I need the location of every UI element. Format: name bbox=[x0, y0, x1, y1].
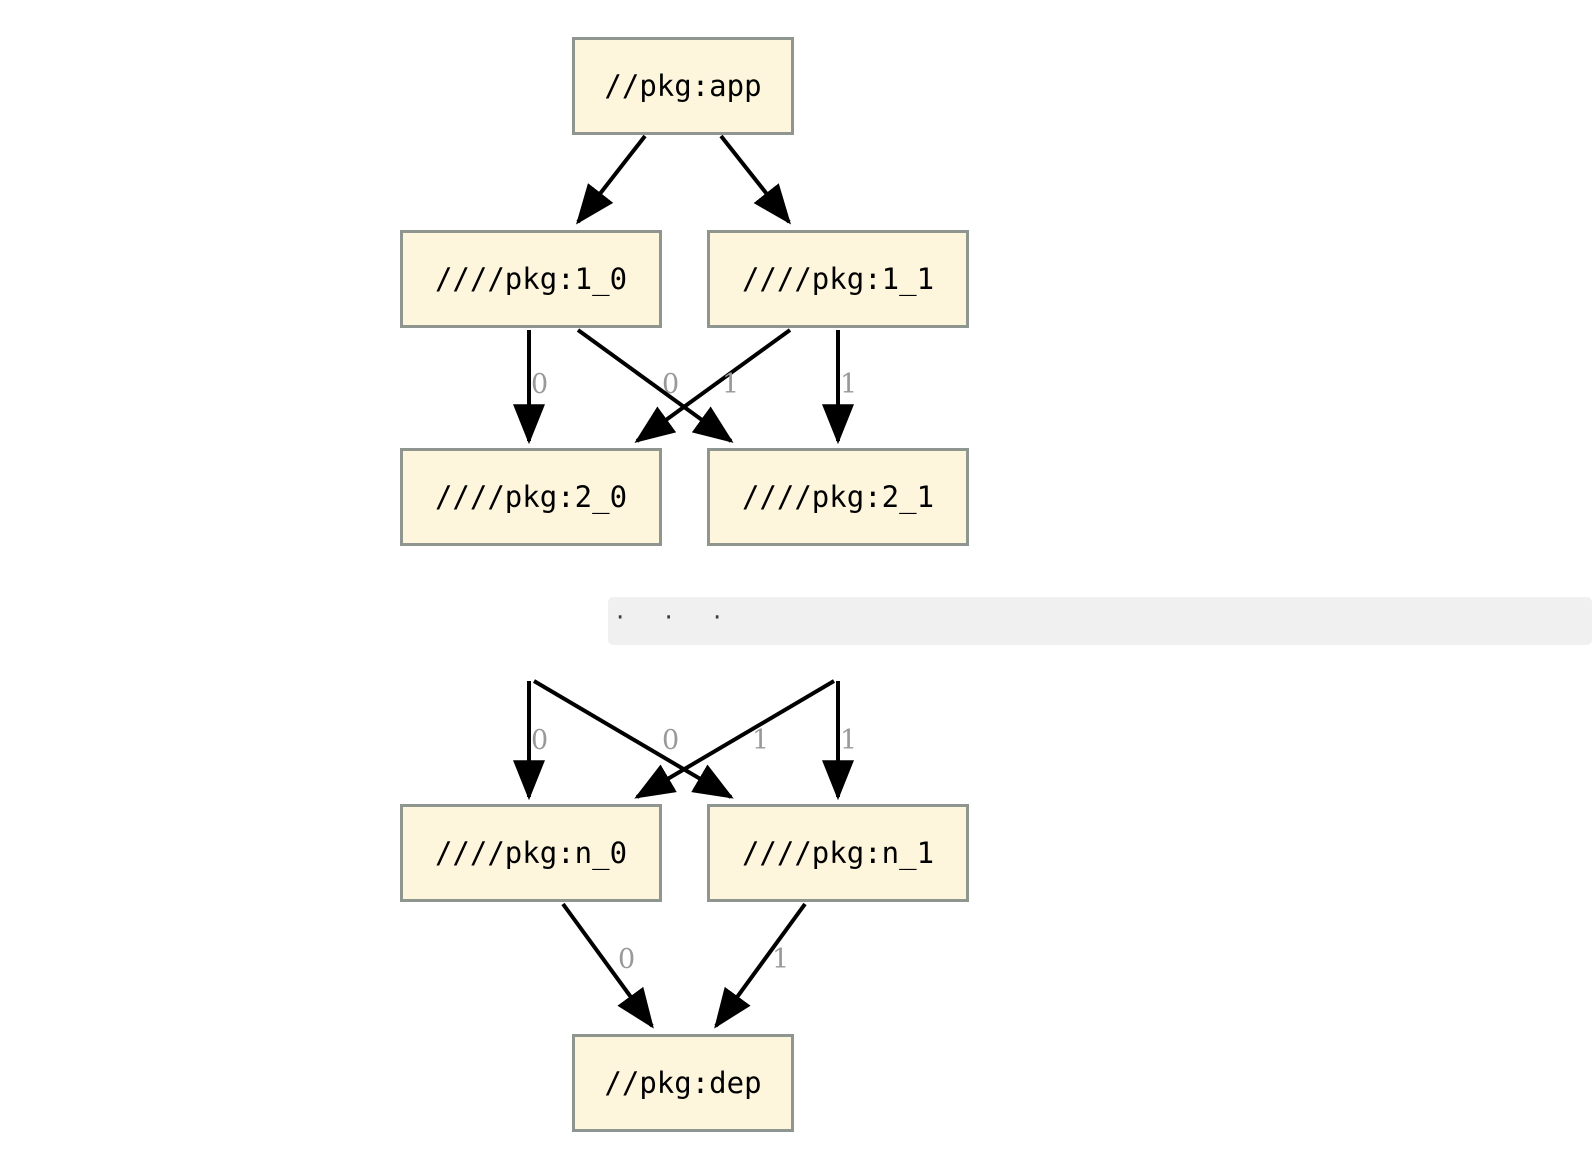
edge-label-1_0-to-2_1: 0 bbox=[662, 369, 680, 400]
node-label-pkg-n_1: ////pkg:n_1 bbox=[741, 835, 935, 870]
node-pkg-n_0[interactable]: ////pkg:n_0 bbox=[400, 804, 662, 902]
edge-n_0-to-dep bbox=[561, 902, 654, 1029]
edge-label-truncated-to-n_0: 0 bbox=[531, 725, 549, 756]
node-label-pkg-2_1: ////pkg:2_1 bbox=[741, 479, 935, 514]
edge-label-n_1-to-dep: 1 bbox=[772, 944, 790, 975]
node-label-dep: //pkg:dep bbox=[604, 1065, 762, 1100]
node-label-pkg-2_0: ////pkg:2_0 bbox=[434, 479, 628, 514]
node-pkg-2_1[interactable]: ////pkg:2_1 bbox=[707, 448, 969, 546]
edge-app-to-1_0 bbox=[576, 134, 647, 225]
node-pkg-1_0[interactable]: ////pkg:1_0 bbox=[400, 230, 662, 328]
edge-label-n_0-to-dep: 0 bbox=[618, 944, 636, 975]
edge-label-truncated2-to-n_1: 1 bbox=[840, 725, 858, 756]
edge-truncated-to-n_1 bbox=[532, 679, 734, 799]
edge-1_1-to-2_0 bbox=[634, 328, 792, 443]
truncation-band: · · · bbox=[608, 597, 1592, 645]
node-dep[interactable]: //pkg:dep bbox=[572, 1034, 794, 1132]
ellipsis-label: · · · bbox=[616, 603, 738, 633]
node-label-pkg-n_0: ////pkg:n_0 bbox=[434, 835, 628, 870]
node-pkg-n_1[interactable]: ////pkg:n_1 bbox=[707, 804, 969, 902]
edge-app-to-1_1 bbox=[719, 134, 791, 225]
node-label-pkg-1_1: ////pkg:1_1 bbox=[741, 261, 935, 296]
edge-label-1_1-to-2_0: 1 bbox=[722, 369, 740, 400]
node-pkg-1_1[interactable]: ////pkg:1_1 bbox=[707, 230, 969, 328]
node-label-pkg-1_0: ////pkg:1_0 bbox=[434, 261, 628, 296]
node-label-app: //pkg:app bbox=[604, 68, 762, 103]
edge-label-truncated-to-n_1: 0 bbox=[662, 725, 680, 756]
node-pkg-2_0[interactable]: ////pkg:2_0 bbox=[400, 448, 662, 546]
node-app[interactable]: //pkg:app bbox=[572, 37, 794, 135]
edge-n_1-to-dep bbox=[714, 902, 807, 1029]
edge-1_0-to-2_1 bbox=[576, 328, 734, 443]
edge-label-1_0-to-2_0: 0 bbox=[531, 369, 549, 400]
edge-label-1_1-to-2_1: 1 bbox=[840, 369, 858, 400]
edge-label-truncated2-to-n_0: 1 bbox=[752, 725, 770, 756]
